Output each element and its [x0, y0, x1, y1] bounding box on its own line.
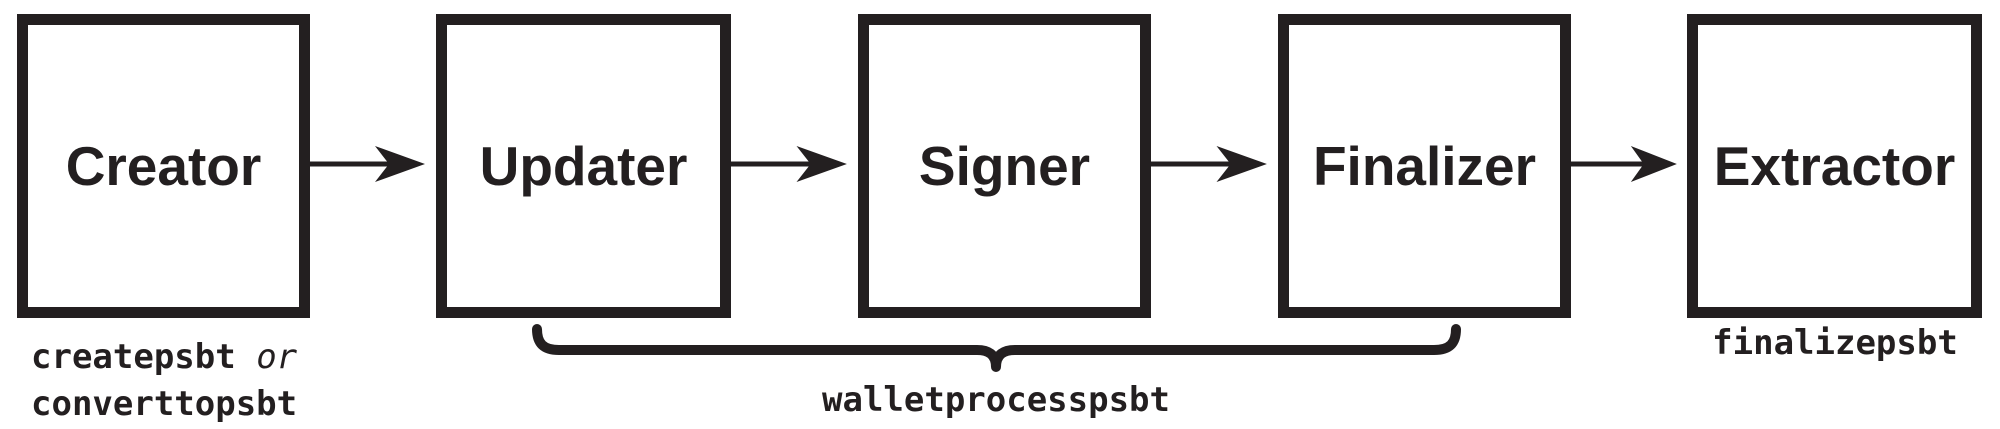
creator-command-b: converttopsbt: [31, 384, 298, 424]
flow-arrow-creator-updater: [310, 134, 436, 194]
underbrace: [515, 318, 1485, 388]
node-creator-label: Creator: [65, 135, 262, 197]
node-finalizer-label: Finalizer: [1312, 135, 1537, 197]
creator-command-a: createpsbt: [31, 337, 236, 377]
creator-command-line-1: createpsbt or: [31, 334, 297, 381]
node-extractor: Extractor: [1687, 14, 1982, 318]
node-updater: Updater: [436, 14, 731, 318]
walletprocess-label: walletprocesspsbt: [822, 380, 1170, 420]
arrow-right-icon: [731, 146, 847, 182]
flow-arrow-finalizer-extractor: [1571, 134, 1687, 194]
flow-arrow-updater-signer: [731, 134, 858, 194]
creator-conjunction: or: [256, 337, 298, 377]
arrow-right-icon: [310, 146, 425, 182]
node-signer-label: Signer: [918, 135, 1091, 197]
arrow-right-icon: [1571, 146, 1677, 182]
node-extractor-label: Extractor: [1713, 135, 1956, 197]
curly-brace-icon: [532, 324, 1461, 372]
flow-arrow-signer-finalizer: [1151, 134, 1278, 194]
extractor-command-label: finalizepsbt: [1712, 323, 1958, 363]
creator-command-label: createpsbt or converttopsbt: [31, 334, 297, 428]
node-signer: Signer: [858, 14, 1151, 318]
node-updater-label: Updater: [479, 135, 688, 197]
node-finalizer: Finalizer: [1278, 14, 1571, 318]
node-creator: Creator: [17, 14, 310, 318]
arrow-right-icon: [1151, 146, 1267, 182]
